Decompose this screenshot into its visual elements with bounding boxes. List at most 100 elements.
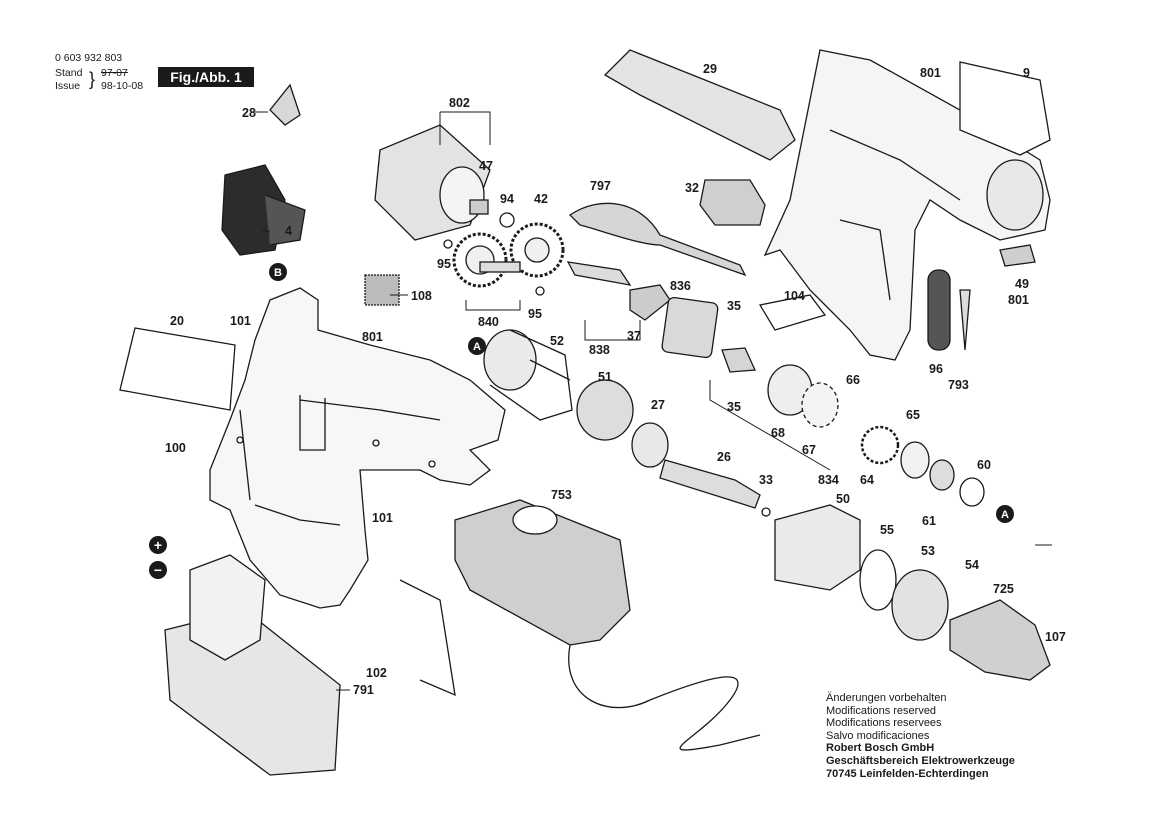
label-29: 29 xyxy=(703,62,717,76)
coupling-37 xyxy=(629,284,671,321)
label-52: 52 xyxy=(550,334,564,348)
part-53 xyxy=(891,569,949,641)
carrying-strap xyxy=(568,202,747,277)
clip xyxy=(699,179,766,226)
label-55: 55 xyxy=(880,523,894,537)
label-47: 47 xyxy=(479,159,493,173)
label-101-bottom: 101 xyxy=(372,511,393,525)
charger xyxy=(454,499,761,751)
part-number-labels: 28 802 47 94 42 4 95 840 95 108 797 32 2… xyxy=(165,62,1066,697)
label-49: 49 xyxy=(1015,277,1029,291)
label-26: 26 xyxy=(717,450,731,464)
label-54: 54 xyxy=(965,558,979,572)
marker-B: B xyxy=(269,263,287,281)
chuck xyxy=(949,599,1051,681)
circuit-board xyxy=(758,294,827,331)
label-107: 107 xyxy=(1045,630,1066,644)
label-50: 50 xyxy=(836,492,850,506)
label-64: 64 xyxy=(860,473,874,487)
label-66: 66 xyxy=(846,373,860,387)
label-100: 100 xyxy=(165,441,186,455)
label-797: 797 xyxy=(590,179,611,193)
label-96: 96 xyxy=(929,362,943,376)
label-35-top: 35 xyxy=(727,299,741,313)
leader-lines xyxy=(255,111,1052,691)
label-801-right: 801 xyxy=(1008,293,1029,307)
figure-label: Fig./Abb. 1 xyxy=(158,67,254,87)
svg-text:−: − xyxy=(154,562,162,578)
svg-text:+: + xyxy=(154,537,162,553)
label-67: 67 xyxy=(802,443,816,457)
label-802: 802 xyxy=(449,96,470,110)
ring-60 xyxy=(959,477,985,507)
ring-gear-836 xyxy=(661,296,719,359)
disc-67 xyxy=(801,382,839,428)
label-834: 834 xyxy=(818,473,839,487)
label-95b: 95 xyxy=(528,307,542,321)
stand-value: 97-07 xyxy=(101,67,128,79)
stand-label: Stand xyxy=(55,67,83,79)
label-836: 836 xyxy=(670,279,691,293)
notice-line: Salvo modificaciones xyxy=(826,729,930,742)
marker-plus: + xyxy=(149,536,167,554)
part-number: 0 603 932 803 xyxy=(55,52,123,64)
label-42: 42 xyxy=(534,192,548,206)
issue-value: 98-10-08 xyxy=(101,80,144,92)
label-27: 27 xyxy=(651,398,665,412)
label-68: 68 xyxy=(771,426,785,440)
spacer-96 xyxy=(927,269,951,351)
svg-text:A: A xyxy=(473,341,481,353)
company-name: Robert Bosch GmbH xyxy=(826,742,935,755)
company-division: Geschäftsbereich Elektrowerkzeuge xyxy=(826,754,1015,767)
label-33: 33 xyxy=(759,473,773,487)
label-838: 838 xyxy=(589,343,610,357)
modification-notice: Änderungen vorbehalten Modifications res… xyxy=(826,692,1015,780)
label-28: 28 xyxy=(242,106,256,120)
notice-line: Modifications reserved xyxy=(826,704,937,717)
battery-pack xyxy=(164,554,341,776)
label-102: 102 xyxy=(366,666,387,680)
label-53: 53 xyxy=(921,544,935,558)
label-791: 791 xyxy=(353,683,374,697)
svg-text:B: B xyxy=(274,267,282,279)
marker-minus: − xyxy=(149,561,167,579)
gear-housing xyxy=(483,329,573,421)
marker-A1: A xyxy=(468,337,486,355)
label-61: 61 xyxy=(922,514,936,528)
spindle-26 xyxy=(659,459,761,509)
ring-55 xyxy=(859,549,897,611)
label-37: 37 xyxy=(627,329,641,343)
label-753: 753 xyxy=(551,488,572,502)
label-840: 840 xyxy=(478,315,499,329)
label-51: 51 xyxy=(598,370,612,384)
label-65: 65 xyxy=(906,408,920,422)
label-104: 104 xyxy=(784,289,805,303)
svg-text:A: A xyxy=(1001,509,1009,521)
key-793 xyxy=(959,289,971,351)
label-725: 725 xyxy=(993,582,1014,596)
notice-line: Modifications reservees xyxy=(826,717,942,730)
small-cover xyxy=(999,244,1036,267)
housing-half-left xyxy=(209,287,506,609)
issue-label: Issue xyxy=(55,80,81,92)
label-793: 793 xyxy=(948,378,969,392)
label-94: 94 xyxy=(500,192,514,206)
motor xyxy=(374,124,491,241)
label-801-top: 801 xyxy=(920,66,941,80)
cover-plate xyxy=(959,61,1051,156)
marker-A2: A xyxy=(996,505,1014,523)
filter-pad xyxy=(364,274,400,306)
label-32: 32 xyxy=(685,181,699,195)
label-95a: 95 xyxy=(437,257,451,271)
label-35-bottom: 35 xyxy=(727,400,741,414)
label-101-top: 101 xyxy=(230,314,251,328)
label-4: 4 xyxy=(285,224,292,238)
sleeve-50 xyxy=(774,504,861,591)
notice-line: Änderungen vorbehalten xyxy=(826,692,947,704)
label-20: 20 xyxy=(170,314,184,328)
label-801-left: 801 xyxy=(362,330,383,344)
label-108: 108 xyxy=(411,289,432,303)
top-cover xyxy=(603,49,796,161)
gear-64 xyxy=(860,425,900,465)
